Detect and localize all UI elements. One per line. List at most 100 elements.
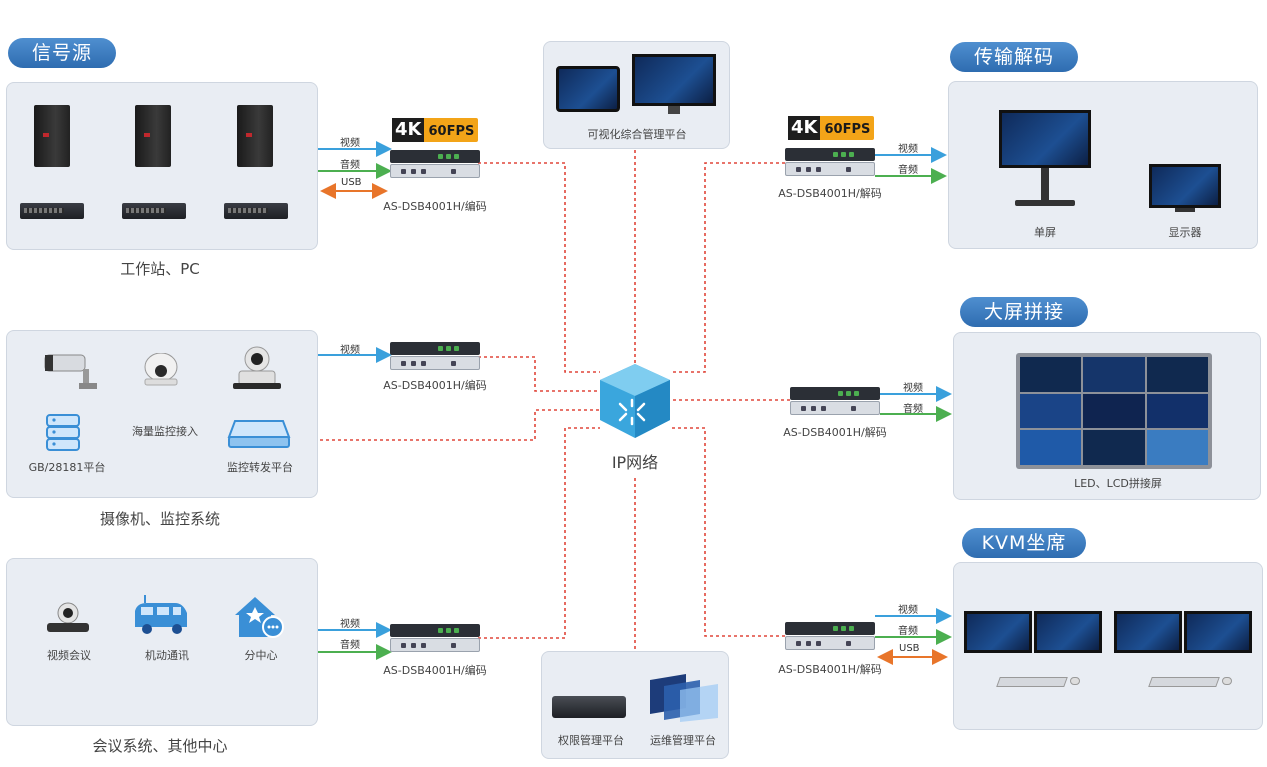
mouse-icon bbox=[1222, 677, 1232, 685]
net-line-encoder3 bbox=[478, 427, 600, 639]
mobile-vehicle-icon bbox=[135, 595, 187, 634]
encoder-device bbox=[390, 342, 480, 372]
ops-screens-icon bbox=[650, 674, 718, 722]
meeting-panel: 视频会议 机动通讯 分中心 bbox=[6, 558, 318, 726]
encoder-label: AS-DSB4001H/编码 bbox=[383, 379, 487, 392]
ip-network-cube-icon bbox=[600, 364, 670, 438]
net-line-encoder2 bbox=[478, 356, 600, 392]
encoder-label: AS-DSB4001H/编码 bbox=[383, 664, 487, 677]
monitor-stand bbox=[668, 106, 680, 114]
meeting-caption: 会议系统、其他中心 bbox=[92, 737, 228, 755]
badge-4k-text: 4K bbox=[788, 116, 821, 140]
decoder-label: AS-DSB4001H/解码 bbox=[783, 426, 887, 439]
monitor-icon bbox=[632, 54, 716, 106]
rack-server-icon bbox=[122, 203, 186, 219]
net-line-decoder3 bbox=[670, 427, 785, 637]
kvm-panel bbox=[953, 562, 1263, 730]
board-stand bbox=[1041, 168, 1049, 200]
smart-board-icon bbox=[999, 110, 1091, 168]
decoder-device bbox=[785, 622, 875, 652]
camera-caption: 摄像机、监控系统 bbox=[99, 510, 220, 528]
video-label: 视频 bbox=[898, 144, 918, 155]
video-conference-label: 视频会议 bbox=[47, 649, 91, 662]
decoder-label: AS-DSB4001H/解码 bbox=[778, 663, 882, 676]
monitor-base bbox=[1175, 208, 1195, 212]
ops-platform-label: 运维管理平台 bbox=[650, 734, 716, 747]
video-label: 视频 bbox=[898, 605, 918, 616]
section-pill-source: 信号源 bbox=[8, 38, 116, 68]
section-pill-kvm: KVM坐席 bbox=[962, 528, 1086, 558]
usb-label: USB bbox=[899, 643, 920, 654]
usb-label: USB bbox=[341, 177, 362, 188]
pc-tower-icon bbox=[237, 105, 273, 167]
video-label: 视频 bbox=[340, 345, 360, 356]
forward-platform-label: 监控转发平台 bbox=[227, 461, 293, 474]
video-label: 视频 bbox=[340, 138, 360, 149]
management-panel: 权限管理平台 运维管理平台 bbox=[541, 651, 729, 759]
led-lcd-wall-icon bbox=[1016, 353, 1212, 469]
net-line-encoder1 bbox=[478, 162, 600, 373]
monitor-label: 显示器 bbox=[1168, 226, 1202, 239]
rack-server-icon bbox=[20, 203, 84, 219]
encoder-label: AS-DSB4001H/编码 bbox=[383, 200, 487, 213]
decoder-device bbox=[790, 387, 880, 417]
audio-label: 音频 bbox=[898, 165, 918, 176]
pc-tower-icon bbox=[135, 105, 171, 167]
audio-label: 音频 bbox=[340, 640, 360, 651]
transmit-panel: 单屏 显示器 bbox=[948, 81, 1258, 249]
mass-access-label: 海量监控接入 bbox=[132, 425, 198, 438]
rack-server-icon bbox=[224, 203, 288, 219]
keyboard-icon bbox=[996, 677, 1068, 687]
badge-fps-text: 60FPS bbox=[428, 124, 475, 139]
kvm-monitor-icon bbox=[1034, 611, 1102, 653]
decoder-device bbox=[785, 148, 875, 178]
decoder-label: AS-DSB4001H/解码 bbox=[778, 187, 882, 200]
badge-fps-text: 60FPS bbox=[824, 122, 871, 137]
tablet-icon bbox=[556, 66, 620, 112]
kvm-monitor-icon bbox=[1114, 611, 1182, 653]
board-stand-base bbox=[1015, 200, 1075, 206]
net-line-decoder1 bbox=[670, 162, 785, 373]
gb-server-icon bbox=[46, 414, 80, 451]
audio-label: 音频 bbox=[898, 626, 918, 637]
single-screen-label: 单屏 bbox=[1034, 226, 1056, 239]
ip-network-label: IP网络 bbox=[611, 453, 659, 472]
video-label: 视频 bbox=[903, 383, 923, 394]
badge-4k-text: 4K bbox=[392, 118, 425, 142]
encoder-device bbox=[390, 150, 480, 180]
visual-platform-label: 可视化综合管理平台 bbox=[587, 128, 687, 141]
videowall-panel: LED、LCD拼接屏 bbox=[953, 332, 1261, 500]
section-pill-videowall: 大屏拼接 bbox=[960, 297, 1088, 327]
permission-server-icon bbox=[552, 696, 626, 718]
camera-panel: 海量监控接入 GB/28181平台 监控转发平台 bbox=[6, 330, 318, 498]
encoder-device bbox=[390, 624, 480, 654]
audio-label: 音频 bbox=[903, 404, 923, 415]
mouse-icon bbox=[1070, 677, 1080, 685]
led-lcd-label: LED、LCD拼接屏 bbox=[1074, 477, 1162, 490]
gb-platform-label: GB/28181平台 bbox=[28, 461, 106, 474]
dome-camera-icon bbox=[144, 353, 178, 386]
visual-platform-panel: 可视化综合管理平台 bbox=[543, 41, 730, 149]
mobile-comm-label: 机动通讯 bbox=[145, 649, 189, 662]
net-line-forward bbox=[290, 409, 600, 441]
keyboard-icon bbox=[1148, 677, 1220, 687]
kvm-monitor-icon bbox=[1184, 611, 1252, 653]
forward-platform-icon bbox=[227, 420, 291, 448]
pc-tower-icon bbox=[34, 105, 70, 167]
workstation-caption: 工作站、PC bbox=[120, 260, 200, 278]
bullet-camera-icon bbox=[44, 354, 97, 389]
sub-center-icon bbox=[235, 597, 284, 638]
kvm-monitor-icon bbox=[964, 611, 1032, 653]
sub-center-label: 分中心 bbox=[244, 649, 278, 662]
ptz-camera-icon bbox=[233, 346, 281, 389]
workstation-panel bbox=[6, 82, 318, 250]
video-label: 视频 bbox=[340, 619, 360, 630]
video-conference-icon bbox=[47, 602, 89, 632]
section-pill-transmit: 传输解码 bbox=[950, 42, 1078, 72]
audio-label: 音频 bbox=[340, 160, 360, 171]
desktop-monitor-icon bbox=[1149, 164, 1221, 208]
permission-platform-label: 权限管理平台 bbox=[558, 734, 624, 747]
